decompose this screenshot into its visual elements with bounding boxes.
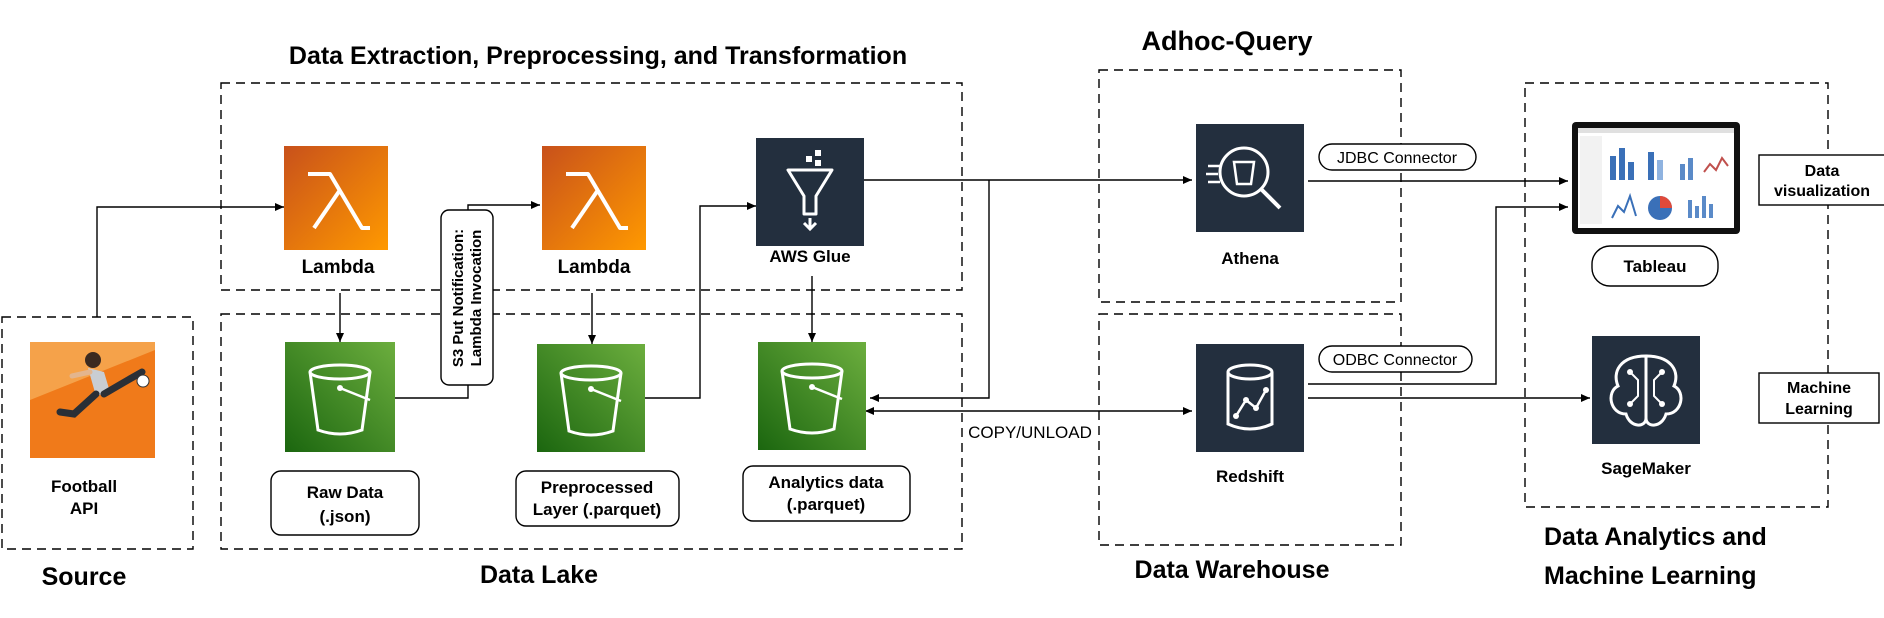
lambda-icon xyxy=(284,146,388,250)
edge-api-to-lambda1 xyxy=(96,203,284,317)
glue-label: AWS Glue xyxy=(769,247,850,266)
analytics-title-line2: Machine Learning xyxy=(1544,562,1757,590)
preprocessed-label-line1: Preprocessed xyxy=(541,478,653,497)
raw-data-label-box: Raw Data (.json) xyxy=(270,470,420,536)
redshift-label: Redshift xyxy=(1216,467,1284,486)
machine-learning-line2: Learning xyxy=(1785,401,1853,418)
analytics-data-label-line1: Analytics data xyxy=(768,473,884,492)
lambda-1-node[interactable]: Lambda xyxy=(284,146,388,278)
warehouse-title: Data Warehouse xyxy=(1135,556,1330,584)
jdbc-connector-text: JDBC Connector xyxy=(1337,150,1458,167)
lambda-icon xyxy=(542,146,646,250)
edge-raw-to-notify xyxy=(395,385,469,399)
preprocessed-label-line2: Layer (.parquet) xyxy=(533,500,661,519)
analytics-data-label-line2: (.parquet) xyxy=(787,495,865,514)
s3-bucket-icon xyxy=(285,342,395,452)
tableau-label-box xyxy=(1591,245,1719,287)
analytics-bucket-node[interactable] xyxy=(758,342,866,450)
edge-preprocessed-to-glue xyxy=(645,202,756,399)
redshift-icon xyxy=(1196,344,1304,452)
jdbc-connector-label: JDBC Connector xyxy=(1318,143,1477,171)
data-visualization-line2: visualization xyxy=(1774,183,1870,200)
data-lake-title: Data Lake xyxy=(480,561,598,589)
football-api-node[interactable]: Football API xyxy=(30,342,155,518)
football-api-label-line1: Football xyxy=(51,477,117,496)
analytics-data-label-box: Analytics data (.parquet) xyxy=(742,465,911,522)
lambda-2-label: Lambda xyxy=(558,257,631,278)
data-visualization-label: Data visualization xyxy=(1758,154,1884,206)
edge-glue-branch-to-analytics xyxy=(870,180,990,402)
raw-data-bucket-node[interactable] xyxy=(285,342,395,452)
raw-data-label-line2: (.json) xyxy=(320,507,371,526)
preprocessed-bucket-node[interactable] xyxy=(537,344,645,452)
s3-notification-line2: Lambda Invocation xyxy=(468,230,485,367)
tableau-node[interactable]: Tableau xyxy=(1572,122,1740,287)
glue-icon xyxy=(756,138,864,246)
extraction-title: Data Extraction, Preprocessing, and Tran… xyxy=(289,42,907,70)
s3-bucket-icon xyxy=(537,344,645,452)
lambda-2-node[interactable]: Lambda xyxy=(542,146,646,278)
source-title: Source xyxy=(42,563,127,591)
extraction-group xyxy=(220,82,963,291)
sagemaker-node[interactable]: SageMaker xyxy=(1592,336,1700,478)
lambda-1-label: Lambda xyxy=(302,257,375,278)
tableau-dashboard-icon xyxy=(1572,122,1740,234)
redshift-node[interactable]: Redshift xyxy=(1196,344,1304,486)
athena-node[interactable]: Athena xyxy=(1196,124,1304,268)
machine-learning-label: Machine Learning xyxy=(1758,372,1880,424)
athena-label: Athena xyxy=(1221,249,1279,268)
adhoc-title: Adhoc-Query xyxy=(1141,26,1312,56)
copy-unload-label: COPY/UNLOAD xyxy=(968,423,1092,442)
football-api-label-line2: API xyxy=(70,499,98,518)
machine-learning-line1: Machine xyxy=(1787,380,1851,397)
adhoc-query-group xyxy=(1098,69,1402,303)
tableau-label: Tableau xyxy=(1624,257,1687,276)
glue-node[interactable]: AWS Glue xyxy=(756,138,864,266)
s3-notification-label: S3 Put Notification: Lambda Invocation xyxy=(440,209,494,386)
edge-notify-to-lambda2 xyxy=(467,201,540,210)
sagemaker-icon xyxy=(1592,336,1700,444)
data-visualization-line1: Data xyxy=(1805,163,1840,180)
analytics-title-line1: Data Analytics and xyxy=(1544,523,1767,551)
s3-bucket-icon xyxy=(758,342,866,450)
data-warehouse-group xyxy=(1098,313,1402,546)
raw-data-label-line1: Raw Data xyxy=(307,483,384,502)
s3-notification-line1: S3 Put Notification: xyxy=(450,229,467,367)
data-lake-group xyxy=(220,313,963,550)
odbc-connector-label: ODBC Connector xyxy=(1318,345,1473,373)
analytics-ml-group xyxy=(1524,82,1829,508)
sagemaker-label: SageMaker xyxy=(1601,459,1691,478)
edge-redshift-to-tableau xyxy=(1308,203,1568,385)
football-player-icon xyxy=(30,342,155,458)
preprocessed-label-box: Preprocessed Layer (.parquet) xyxy=(515,470,680,527)
odbc-connector-text: ODBC Connector xyxy=(1333,352,1458,369)
athena-icon xyxy=(1196,124,1304,232)
